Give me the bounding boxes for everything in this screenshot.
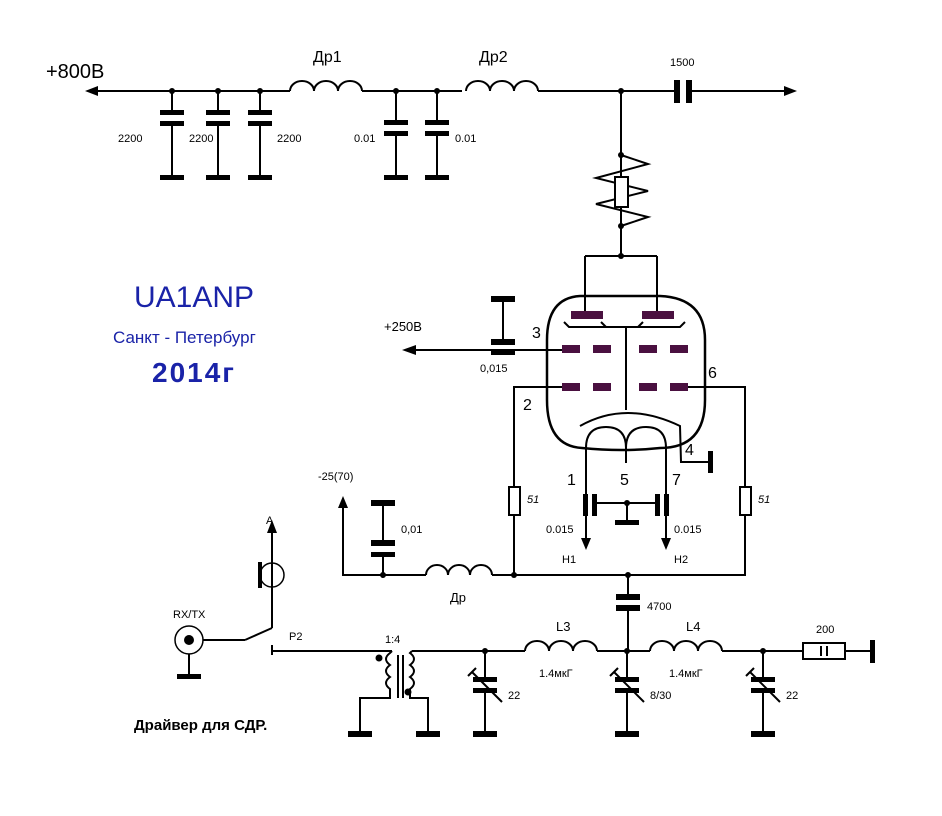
r-g2-label: 51 bbox=[758, 494, 770, 506]
hv-label: +800В bbox=[46, 61, 104, 83]
r-g1-label: 51 bbox=[527, 494, 539, 506]
xfmr-label: 1:4 bbox=[385, 634, 400, 646]
trimmer-c3 bbox=[745, 651, 781, 737]
c-h1-label: 0.015 bbox=[546, 524, 574, 536]
rxtx-connector[interactable] bbox=[174, 625, 204, 679]
hv-caps-001 bbox=[384, 88, 449, 180]
rxtx-label: RX/TX bbox=[173, 609, 206, 621]
heater-bypass bbox=[581, 448, 671, 550]
l3-label: L3 bbox=[556, 619, 570, 634]
c-hv3-label: 2200 bbox=[277, 133, 301, 145]
dr2-label: Др2 bbox=[479, 49, 508, 66]
pin-6-label: 6 bbox=[708, 365, 717, 382]
antenna-label: A bbox=[266, 515, 274, 527]
transformer bbox=[348, 650, 440, 737]
pin-3-label: 3 bbox=[532, 325, 541, 342]
screen-label: +250В bbox=[384, 319, 422, 334]
bias-label: -25(70) bbox=[318, 471, 353, 483]
relay-label: P2 bbox=[289, 631, 302, 643]
l4-label: L4 bbox=[686, 619, 700, 634]
screen-feed bbox=[402, 296, 562, 355]
pin-2-label: 2 bbox=[523, 397, 532, 414]
r-load-label: 200 bbox=[816, 624, 834, 636]
year-title: 2014г bbox=[152, 357, 236, 388]
c-hv5-label: 0.01 bbox=[455, 133, 476, 145]
pin-5-label: 5 bbox=[620, 472, 629, 489]
tube-6p45s bbox=[545, 294, 713, 473]
c-hv1-label: 2200 bbox=[118, 133, 142, 145]
c-hv4-label: 0.01 bbox=[354, 133, 375, 145]
c-hv2-label: 2200 bbox=[189, 133, 213, 145]
bias-supply bbox=[338, 496, 514, 578]
pin-7-label: 7 bbox=[672, 472, 681, 489]
c-t2-label: 8/30 bbox=[650, 690, 671, 702]
h2-label: Н2 bbox=[674, 554, 688, 566]
h1-label: Н1 bbox=[562, 554, 576, 566]
city-title: Санкт - Петербург bbox=[113, 328, 256, 347]
l3-value: 1.4мкГ bbox=[539, 668, 573, 680]
c-in-label: 4700 bbox=[647, 601, 671, 613]
c-h2-label: 0.015 bbox=[674, 524, 702, 536]
c-bias-label: 0,01 bbox=[401, 524, 422, 536]
relay-p2 bbox=[199, 520, 285, 655]
c-screen-label: 0,015 bbox=[480, 363, 508, 375]
inductor-dr1 bbox=[289, 80, 363, 92]
dr1-label: Др1 bbox=[313, 49, 342, 66]
dr-bias-label: Др bbox=[450, 590, 466, 605]
l4-value: 1.4мкГ bbox=[669, 668, 703, 680]
caption: Драйвер для СДР. bbox=[134, 717, 267, 734]
trimmer-c2 bbox=[609, 651, 645, 737]
trimmer-c1 bbox=[467, 651, 503, 737]
pin-1-label: 1 bbox=[567, 472, 576, 489]
pin-4-label: 4 bbox=[685, 442, 694, 459]
c-out-label: 1500 bbox=[670, 57, 694, 69]
output-cap bbox=[674, 80, 692, 103]
c-t1-label: 22 bbox=[508, 690, 520, 702]
hv-caps-2200 bbox=[160, 88, 272, 180]
grid-circuit bbox=[508, 386, 752, 578]
inductor-dr2 bbox=[465, 80, 539, 92]
input-filter bbox=[272, 575, 875, 737]
callsign-title: UA1ANP bbox=[134, 281, 254, 314]
c-t3-label: 22 bbox=[786, 690, 798, 702]
anode-feed bbox=[584, 88, 658, 312]
